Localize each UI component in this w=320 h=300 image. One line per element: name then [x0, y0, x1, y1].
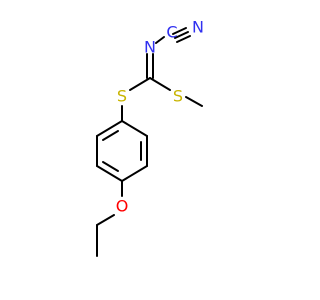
molecule-diagram: N C N S S O	[96, 18, 204, 257]
bond-c-s-methyl	[149, 77, 171, 91]
bond-s-methyl	[185, 96, 203, 107]
double-bond-n-c	[146, 53, 154, 79]
atom-c-nitrile: C	[166, 23, 177, 42]
bond-c-n	[155, 36, 165, 44]
atom-n-nitrile: N	[192, 18, 204, 37]
atom-s-methyl: S	[173, 87, 183, 106]
atom-o-ether: O	[116, 197, 129, 216]
benzene-ring	[96, 120, 148, 182]
bond-c-s-aryl	[129, 77, 151, 91]
atom-s-aryl: S	[117, 87, 127, 106]
triple-bond-cn	[172, 27, 191, 43]
atom-n-imine: N	[144, 38, 156, 57]
bond-o-ch2	[96, 214, 115, 226]
